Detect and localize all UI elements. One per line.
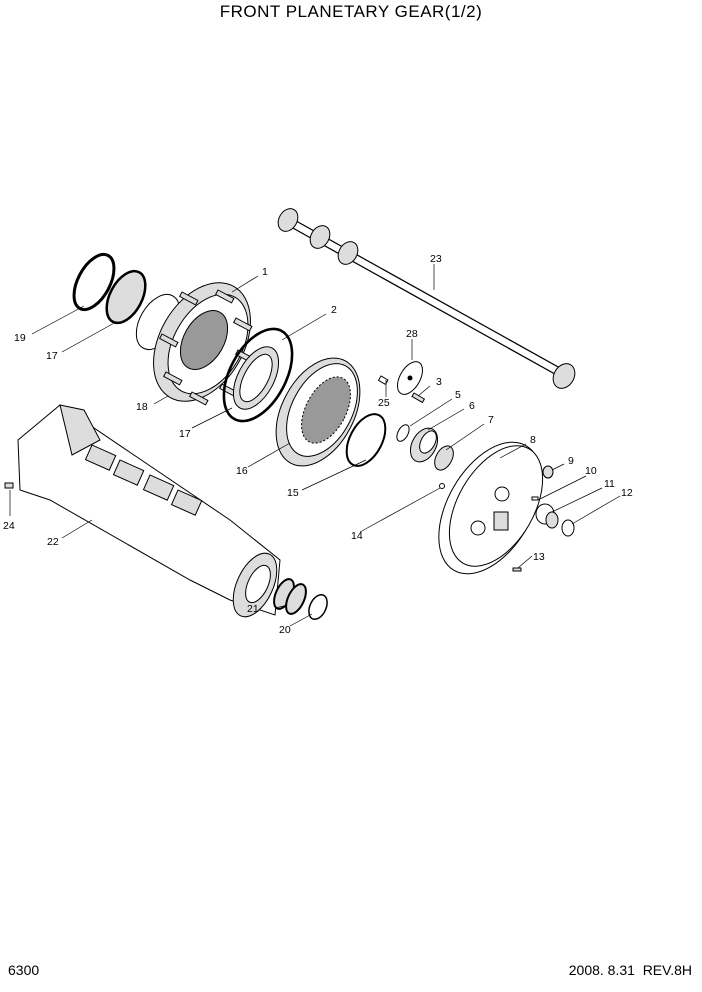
- part-12-seal: [561, 519, 575, 537]
- callout-25: 25: [378, 397, 390, 409]
- callout-2: 2: [331, 304, 337, 316]
- callout-24: 24: [3, 520, 15, 532]
- callout-7: 7: [488, 414, 494, 426]
- callout-3: 3: [436, 376, 442, 388]
- leader-lines: [9, 264, 621, 627]
- part-24-plug: [4, 482, 14, 489]
- callout-20: 20: [279, 624, 291, 636]
- part-14-pin: [439, 483, 445, 489]
- callout-labels: 1 2 3 5 6 7 8 9 10 11 12 13 14 15 16 17 …: [3, 253, 633, 636]
- callout-23: 23: [430, 253, 442, 265]
- part-7-bearing: [434, 445, 454, 471]
- part-25-pin: [377, 375, 389, 386]
- callout-28: 28: [406, 328, 418, 340]
- callout-16: 16: [236, 465, 248, 477]
- callout-18: 18: [136, 401, 148, 413]
- callout-10: 10: [585, 465, 597, 477]
- callout-17-upper: 17: [46, 350, 58, 362]
- part-15-o-ring: [345, 413, 387, 467]
- callout-14: 14: [351, 530, 363, 542]
- callout-5: 5: [455, 389, 461, 401]
- part-20-seal: [308, 593, 328, 621]
- part-23-drive-shaft: [277, 208, 576, 389]
- part-22-axle-housing: [17, 404, 281, 618]
- callout-1: 1: [262, 266, 268, 278]
- part-11-plug: [535, 503, 559, 529]
- callout-11: 11: [604, 478, 615, 490]
- part-8-cover: [438, 441, 544, 575]
- part-16-ring-gear: [275, 357, 361, 467]
- part-2-o-ring: [222, 327, 294, 423]
- callout-8: 8: [530, 434, 536, 446]
- callout-22: 22: [47, 536, 59, 548]
- part-13-bolt: [512, 567, 522, 572]
- part-18-wheel-hub: [135, 282, 255, 406]
- part-3-bolt: [411, 392, 426, 404]
- callout-6: 6: [469, 400, 475, 412]
- diagram-title: FRONT PLANETARY GEAR(1/2): [219, 2, 483, 21]
- callout-17-lower: 17: [179, 428, 191, 440]
- callout-15: 15: [287, 487, 299, 499]
- revision-date: 2008. 8.31 REV.8H: [568, 962, 692, 978]
- part-6-planet-gear: [409, 427, 439, 463]
- part-10-pin: [531, 496, 539, 501]
- callout-21: 21: [247, 603, 259, 615]
- part-17-ring: [105, 269, 147, 325]
- page-number: 6300: [8, 962, 40, 978]
- callout-9: 9: [568, 455, 574, 467]
- part-9-plug: [542, 465, 554, 479]
- part-21-bearing: [273, 578, 307, 615]
- callout-13: 13: [533, 551, 545, 563]
- part-5-washer: [396, 424, 410, 442]
- callout-12: 12: [621, 487, 633, 499]
- callout-19: 19: [14, 332, 26, 344]
- part-28-plate: [397, 361, 423, 395]
